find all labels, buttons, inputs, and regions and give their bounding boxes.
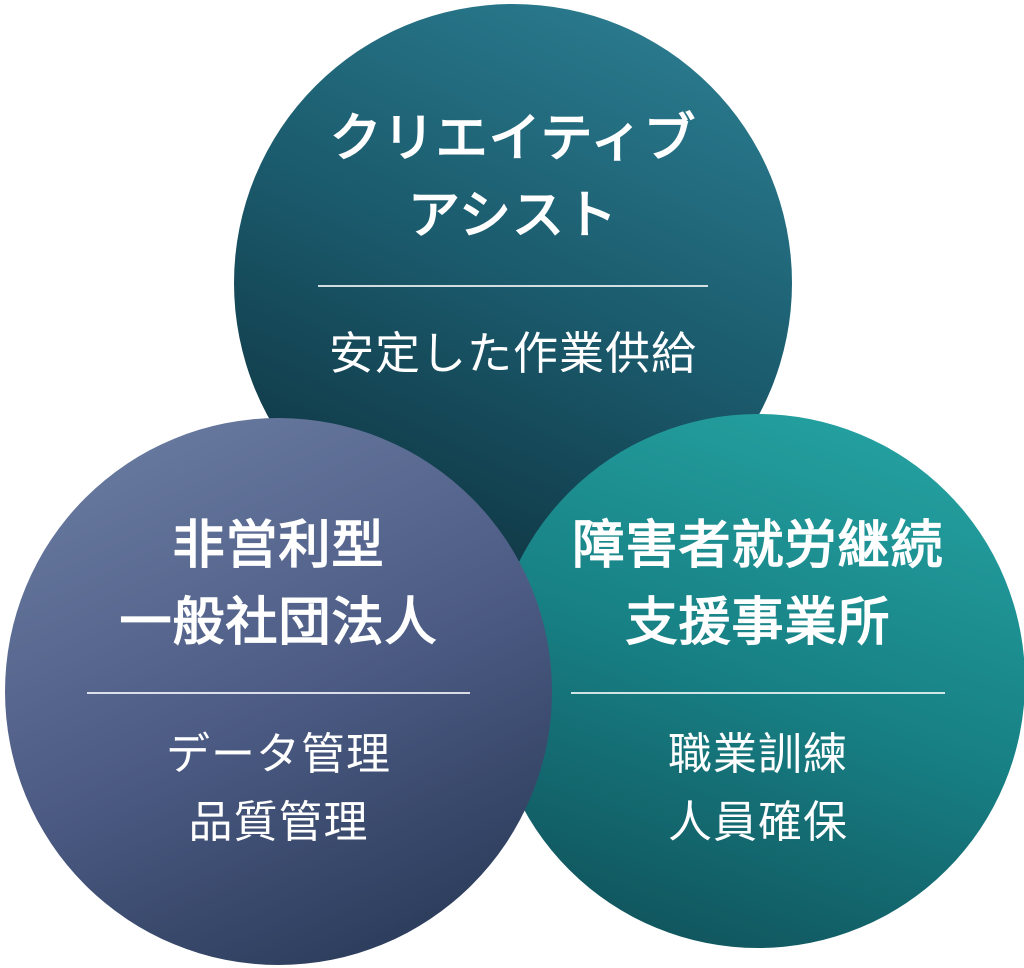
circle-nonprofit-association-title: 非営利型 一般社団法人 bbox=[5, 508, 552, 662]
circle-nonprofit-association: 非営利型 一般社団法人 データ管理 品質管理 bbox=[5, 418, 552, 965]
subtitle-line: 人員確保 bbox=[668, 797, 848, 848]
circle-creative-assist-title: クリエイティブ アシスト bbox=[234, 101, 792, 255]
circle-disability-support-office-title: 障害者就労継続 支援事業所 bbox=[491, 508, 1024, 662]
circle-nonprofit-association-subtitle: データ管理 品質管理 bbox=[5, 721, 552, 857]
subtitle-line: 品質管理 bbox=[188, 797, 369, 848]
title-line: 一般社団法人 bbox=[119, 593, 438, 653]
divider-line bbox=[571, 692, 945, 694]
divider-line bbox=[87, 692, 470, 694]
divider-line bbox=[317, 285, 709, 287]
title-line: 支援事業所 bbox=[625, 593, 891, 653]
circle-disability-support-office: 障害者就労継続 支援事業所 職業訓練 人員確保 bbox=[491, 414, 1024, 948]
subtitle-line: データ管理 bbox=[166, 729, 391, 780]
subtitle-line: 職業訓練 bbox=[668, 729, 848, 780]
circle-creative-assist-subtitle: 安定した作業供給 bbox=[234, 326, 792, 382]
title-line: 障害者就労継続 bbox=[572, 516, 944, 576]
title-line: クリエイティブ bbox=[329, 109, 697, 169]
subtitle-line: 安定した作業供給 bbox=[328, 327, 697, 380]
circle-disability-support-office-subtitle: 職業訓練 人員確保 bbox=[491, 721, 1024, 857]
title-line: 非営利型 bbox=[172, 516, 385, 576]
title-line: アシスト bbox=[408, 186, 618, 246]
